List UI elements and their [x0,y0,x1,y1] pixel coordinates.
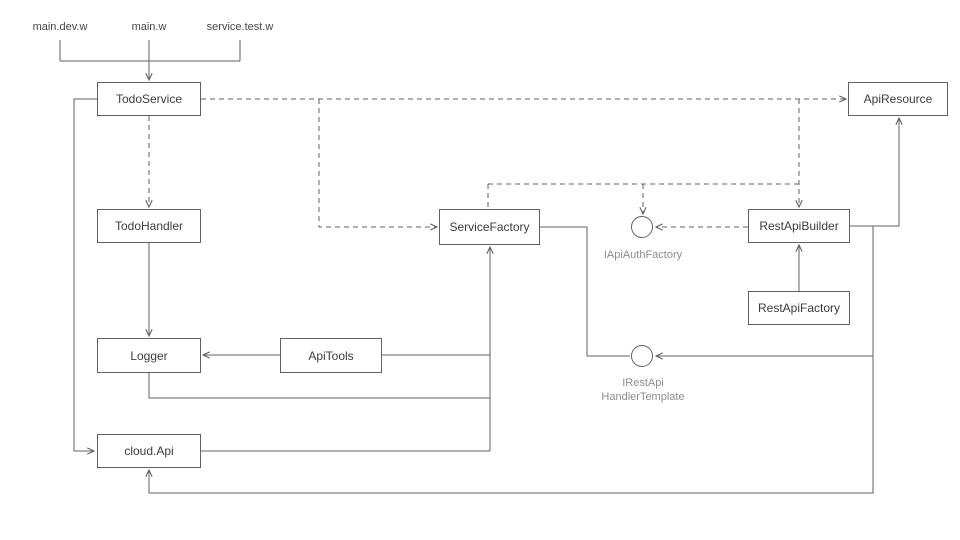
edge-restapibuilder-cloudapi [149,226,874,494]
solid-edges [59,40,899,494]
node-apitools[interactable]: ApiTools [280,338,382,373]
interface-label-iapiauthfactory: IApiAuthFactory [603,249,683,261]
edge-restapibuilder-apiresource [850,118,899,227]
interface-port-iapiauthfactory[interactable] [631,216,653,238]
edge-logger-join [148,373,490,399]
interface-label-irestapihandlertemplate: IRestApi HandlerTemplate [568,376,718,404]
edge-todoservice-servicefactory [318,99,437,227]
entry-label-main-w: main.w [131,21,167,33]
dashed-edges [149,99,846,227]
interface-label-line1: IRestApi [622,377,664,389]
node-servicefactory[interactable]: ServiceFactory [439,209,540,245]
interface-port-irestapihandlertemplate[interactable] [631,345,653,367]
node-logger[interactable]: Logger [97,338,201,373]
node-apiresource[interactable]: ApiResource [848,82,948,116]
edge-servicefactory-irestapi-port [540,226,630,357]
entry-label-main-dev-w: main.dev.w [32,21,88,33]
node-todoservice[interactable]: TodoService [97,82,201,116]
interface-label-line2: HandlerTemplate [601,391,685,403]
node-cloudapi[interactable]: cloud.Api [97,434,201,468]
entry-bracket [59,40,241,62]
node-restapifactory[interactable]: RestApiFactory [748,291,850,325]
node-todohandler[interactable]: TodoHandler [97,209,201,243]
entry-label-service-test-w: service.test.w [206,21,274,33]
node-restapibuilder[interactable]: RestApiBuilder [748,209,850,243]
edge-todoservice-cloudapi [73,98,97,451]
